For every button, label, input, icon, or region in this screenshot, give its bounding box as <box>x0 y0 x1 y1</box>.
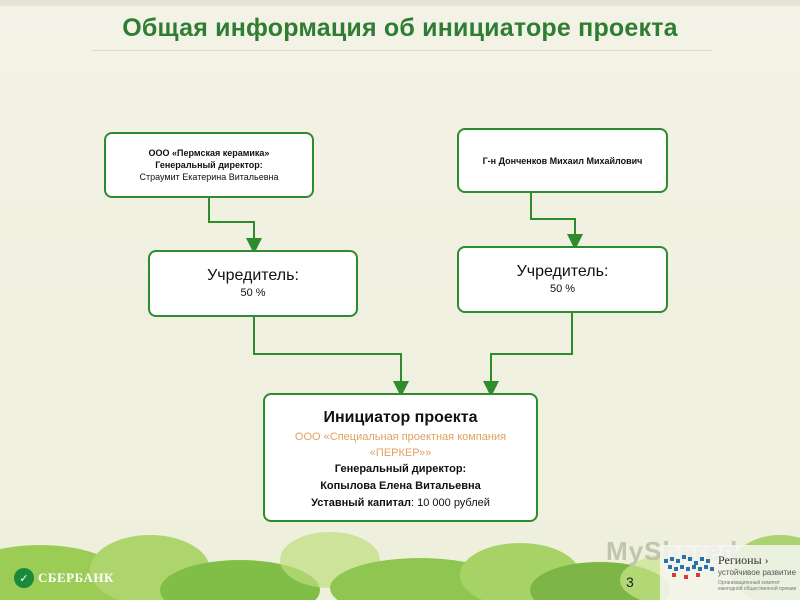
initiator-capital: Уставный капитал: 10 000 рублей <box>311 495 490 512</box>
initiator-box: Инициатор проекта ООО «Специальная проек… <box>263 393 538 522</box>
initiator-director-label: Генеральный директор: <box>334 463 467 475</box>
capital-value: : 10 000 рублей <box>411 497 490 509</box>
box-perm-ceramics: ООО «Пермская керамика» Генеральный дире… <box>104 132 314 198</box>
regions-subtitle: устойчивое развитие <box>718 568 797 577</box>
regions-title: Регионы › <box>718 553 769 567</box>
sberbank-logo: ✓ СБЕРБАНК <box>14 568 114 588</box>
page-number: 3 <box>626 574 634 590</box>
regions-map-icon <box>660 545 800 600</box>
founder-left-label: Учредитель: <box>207 267 299 284</box>
box1-role: Генеральный директор: <box>155 160 263 170</box>
title-divider <box>92 50 712 51</box>
box1-person: Страумит Екатерина Витальевна <box>139 172 279 182</box>
connector-box1-founder <box>208 198 262 254</box>
page-title: Общая информация об инициаторе проекта <box>122 14 678 42</box>
founder-right-share: 50 % <box>549 283 576 295</box>
capital-label: Уставный капитал <box>311 497 411 509</box>
connector-box2-founder <box>530 193 583 250</box>
founder-left: Учредитель: 50 % <box>148 250 358 317</box>
founder-right: Учредитель: 50 % <box>457 246 668 313</box>
sberbank-logo-icon: ✓ <box>14 568 34 588</box>
box2-person: Г-н Донченков Михаил Михайлович <box>482 155 643 166</box>
initiator-title: Инициатор проекта <box>323 409 478 426</box>
initiator-director-name: Копылова Елена Витальевна <box>320 480 481 492</box>
sberbank-logo-text: СБЕРБАНК <box>38 570 114 585</box>
founder-right-label: Учредитель: <box>516 263 609 280</box>
initiator-company-line1: ООО «Специальная проектная компания <box>294 431 507 443</box>
founder-left-share: 50 % <box>240 287 266 299</box>
regions-caption: Организационный комитет ежегодной общест… <box>718 580 797 592</box>
connector-left-initiator <box>253 317 409 397</box>
initiator-company-line2: «ПЕРКЕР»» <box>369 447 432 459</box>
box1-company: ООО «Пермская керамика» <box>148 148 270 158</box>
connector-right-initiator <box>483 313 573 397</box>
top-bar <box>0 0 800 6</box>
box-donchenkov: Г-н Донченков Михаил Михайлович <box>457 128 668 193</box>
